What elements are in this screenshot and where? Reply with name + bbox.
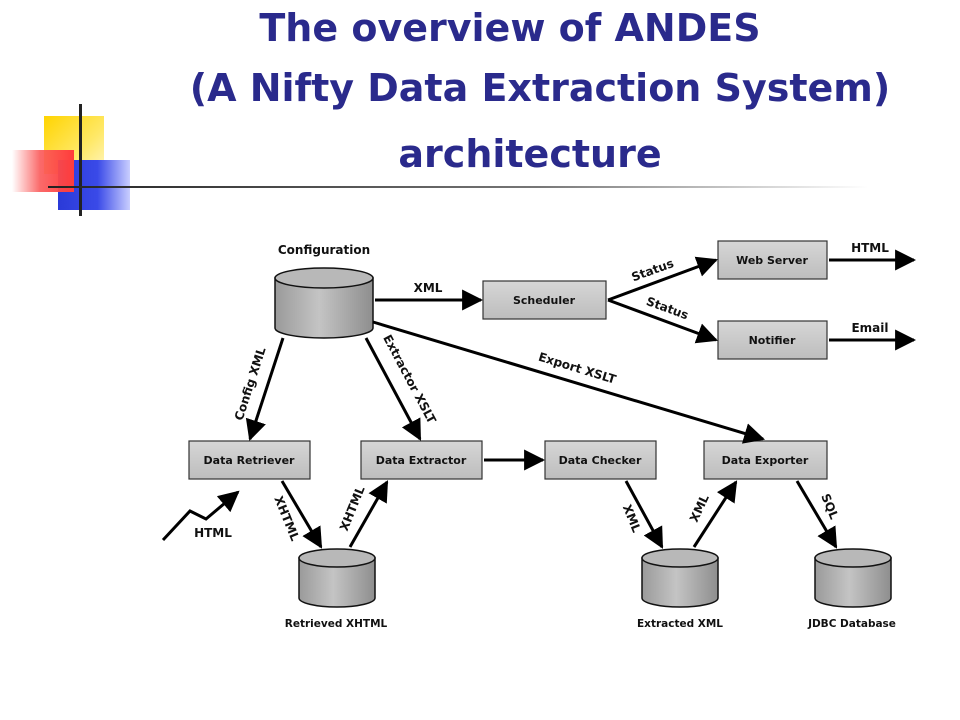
retrieved-xhtml-label: Retrieved XHTML xyxy=(285,618,388,630)
label-retriever-to-db: XHTML xyxy=(271,494,302,543)
label-config-to-scheduler: XML xyxy=(414,281,443,295)
web-server-box: Web Server xyxy=(717,240,828,280)
configuration-label: Configuration xyxy=(278,243,370,257)
decor-red-square xyxy=(12,150,74,192)
configuration-database xyxy=(274,267,374,339)
title-line-3: architecture xyxy=(398,132,662,176)
retrieved-xhtml-database xyxy=(298,548,376,608)
arrow-html-input xyxy=(161,490,240,542)
jdbc-database xyxy=(814,548,892,608)
data-exporter-label: Data Exporter xyxy=(722,454,809,467)
title-line-2: (A Nifty Data Extraction System) xyxy=(189,66,891,110)
data-checker-box: Data Checker xyxy=(544,440,657,480)
data-checker-label: Data Checker xyxy=(559,454,642,467)
label-scheduler-to-webserver: Status xyxy=(630,256,676,284)
arrow-scheduler-to-webserver xyxy=(607,256,718,302)
label-webserver-out: HTML xyxy=(851,241,889,255)
data-exporter-box: Data Exporter xyxy=(703,440,828,480)
label-html-input: HTML xyxy=(194,526,232,540)
jdbc-database-label: JDBC Database xyxy=(807,618,896,630)
arrow-exporter-to-jdbc xyxy=(795,480,838,549)
scheduler-label: Scheduler xyxy=(513,294,576,307)
arrow-retriever-to-db xyxy=(280,480,323,549)
label-scheduler-to-notifier: Status xyxy=(644,294,690,322)
notifier-box: Notifier xyxy=(717,320,828,360)
label-exporter-to-jdbc: SQL xyxy=(818,492,841,522)
notifier-label: Notifier xyxy=(749,334,796,347)
arrow-config-to-extractor xyxy=(364,337,422,441)
label-config-to-exporter: Export XSLT xyxy=(537,350,619,387)
arrow-config-to-retriever xyxy=(245,337,285,441)
data-extractor-label: Data Extractor xyxy=(376,454,467,467)
extracted-xml-label: Extracted XML xyxy=(637,618,723,630)
decor-horizontal-line xyxy=(48,186,868,188)
arrow-db-to-extractor xyxy=(348,480,389,548)
data-extractor-box: Data Extractor xyxy=(360,440,483,480)
arrow-config-to-exporter xyxy=(372,320,766,444)
decor-vertical-line xyxy=(79,104,82,216)
arrow-scheduler-to-notifier xyxy=(607,298,718,344)
arrow-db-to-exporter xyxy=(692,480,738,548)
data-retriever-label: Data Retriever xyxy=(204,454,296,467)
data-retriever-box: Data Retriever xyxy=(188,440,311,480)
label-config-to-retriever: Config XML xyxy=(232,345,269,422)
label-notifier-out: Email xyxy=(851,321,888,335)
web-server-label: Web Server xyxy=(736,254,808,267)
title-line-1: The overview of ANDES xyxy=(259,6,761,50)
label-db-to-exporter: XML xyxy=(687,492,712,524)
arrow-checker-to-db xyxy=(624,480,664,549)
scheduler-box: Scheduler xyxy=(482,280,607,320)
extracted-xml-database xyxy=(641,548,719,608)
